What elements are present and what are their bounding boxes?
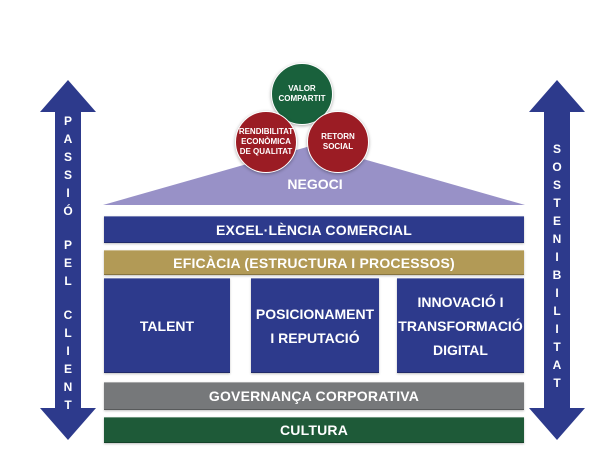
left-arrow-letter: L [64,326,72,340]
left-arrow-letter: E [63,256,72,270]
right-arrow-letter: E [552,214,561,228]
right-arrow-letter: I [555,322,559,336]
left-arrow-letter: Ó [63,204,73,218]
left-arrow-letter: L [64,274,72,288]
roof-triangle [103,145,525,205]
bar-excellencia-comercial: EXCEL·LÈNCIA COMERCIAL [104,216,524,243]
right-arrow-letter: T [553,196,561,210]
circle-retorn-social: RETORN SOCIAL [307,111,369,173]
circle-rendibilitat: RENDIBILITAT ECONÒMICA DE QUALITAT [235,111,297,173]
roof-label: NEGOCI [287,176,343,192]
right-arrow-letter: S [552,178,561,192]
pillar-posicionament-reputacio: POSICIONAMENT I REPUTACIÓ [251,278,379,373]
left-arrow-letter: P [63,238,72,252]
left-arrow-letter: P [63,114,72,128]
bar-eficacia: EFICÀCIA (ESTRUCTURA I PROCESSOS) [104,250,524,275]
right-arrow-letter: N [552,232,562,246]
right-arrow-letter: I [555,286,559,300]
left-arrow-letter: I [66,344,70,358]
right-arrow-letter: O [552,160,562,174]
right-arrow-letter: A [552,358,562,372]
pillar-talent: TALENT [104,278,230,373]
left-arrow-letter: I [66,186,70,200]
right-arrow-letter: T [553,340,561,354]
right-arrow-letter: I [555,250,559,264]
left-arrow-letter: S [63,150,72,164]
left-arrow-letter: S [63,168,72,182]
right-double-arrow-icon [529,80,585,440]
pillar-innovacio-transformacio: INNOVACIÓ I TRANSFORMACIÓ DIGITAL [397,278,524,373]
right-arrow-letter: L [553,304,561,318]
left-arrow-letter: T [64,398,72,412]
left-arrow-letter: N [63,380,73,394]
left-arrow-letter [66,290,69,306]
right-arrow-letter: S [552,142,561,156]
bar-cultura: CULTURA [104,417,524,443]
left-arrow-letter: E [63,362,72,376]
right-arrow-letter: T [553,376,561,390]
left-arrow-letter: C [63,308,73,322]
right-arrow-letter: B [552,268,562,282]
left-double-arrow-icon [40,80,96,440]
left-arrow-letter [66,220,69,236]
left-arrow-letter: A [63,132,73,146]
bar-governanca-corporativa: GOVERNANÇA CORPORATIVA [104,382,524,410]
